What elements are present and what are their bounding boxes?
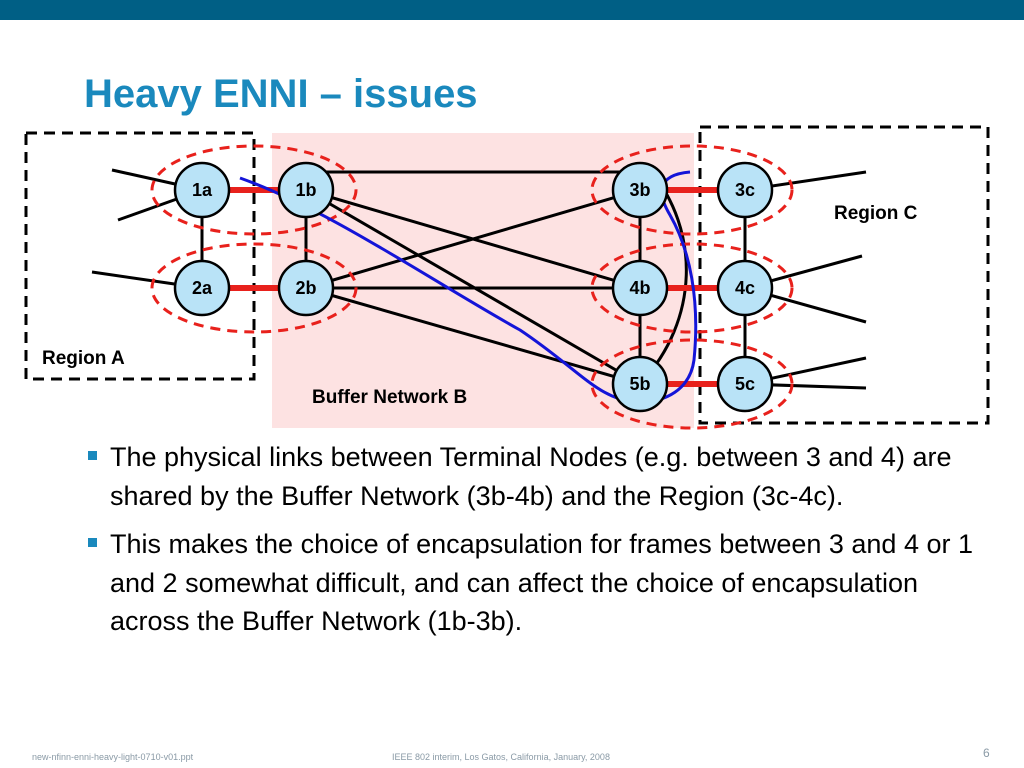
- red-dashed-groupings: [150, 144, 794, 430]
- region-c-label: Region C: [834, 203, 918, 224]
- buffer-network-label: Buffer Network B: [312, 387, 467, 408]
- node-2a: 2a: [173, 259, 231, 317]
- node-3b: 3b: [611, 161, 669, 219]
- node-3c: 3c: [716, 161, 774, 219]
- footer-filename: new-nfinn-enni-heavy-light-0710-v01.ppt: [32, 752, 194, 762]
- node-1a: 1a: [173, 161, 231, 219]
- region-a-box: [24, 131, 256, 381]
- node-2a-label: 2a: [192, 278, 213, 298]
- bullet-list: The physical links between Terminal Node…: [88, 438, 988, 651]
- node-5c-label: 5c: [735, 374, 755, 394]
- bullet-text: This makes the choice of encapsulation f…: [110, 529, 973, 636]
- node-1a-label: 1a: [192, 180, 213, 200]
- node-4c: 4c: [716, 259, 774, 317]
- node-2b-label: 2b: [295, 278, 316, 298]
- node-1b: 1b: [277, 161, 335, 219]
- node-4c-label: 4c: [735, 278, 755, 298]
- node-4b-label: 4b: [629, 278, 650, 298]
- bullet-text: The physical links between Terminal Node…: [110, 442, 952, 511]
- network-diagram: 1a 1b 2a 2b 3b 3c 4b 4c 5b 5c Region A R…: [24, 125, 990, 430]
- region-c-box: [698, 125, 990, 425]
- node-3b-label: 3b: [629, 180, 650, 200]
- node-5b: 5b: [611, 355, 669, 413]
- node-5c: 5c: [716, 355, 774, 413]
- node-3c-label: 3c: [735, 180, 755, 200]
- node-1b-label: 1b: [295, 180, 316, 200]
- bullet-item: This makes the choice of encapsulation f…: [88, 525, 988, 641]
- bullet-item: The physical links between Terminal Node…: [88, 438, 988, 515]
- footer-event: IEEE 802 interim, Los Gatos, California,…: [392, 752, 610, 762]
- node-5b-label: 5b: [629, 374, 650, 394]
- page-number: 6: [983, 746, 990, 760]
- bullet-square-icon: [88, 451, 97, 460]
- slide-title: Heavy ENNI – issues: [84, 72, 478, 116]
- region-a-label: Region A: [42, 348, 125, 369]
- bullet-square-icon: [88, 538, 97, 547]
- node-4b: 4b: [611, 259, 669, 317]
- node-2b: 2b: [277, 259, 335, 317]
- top-banner: [0, 0, 1024, 20]
